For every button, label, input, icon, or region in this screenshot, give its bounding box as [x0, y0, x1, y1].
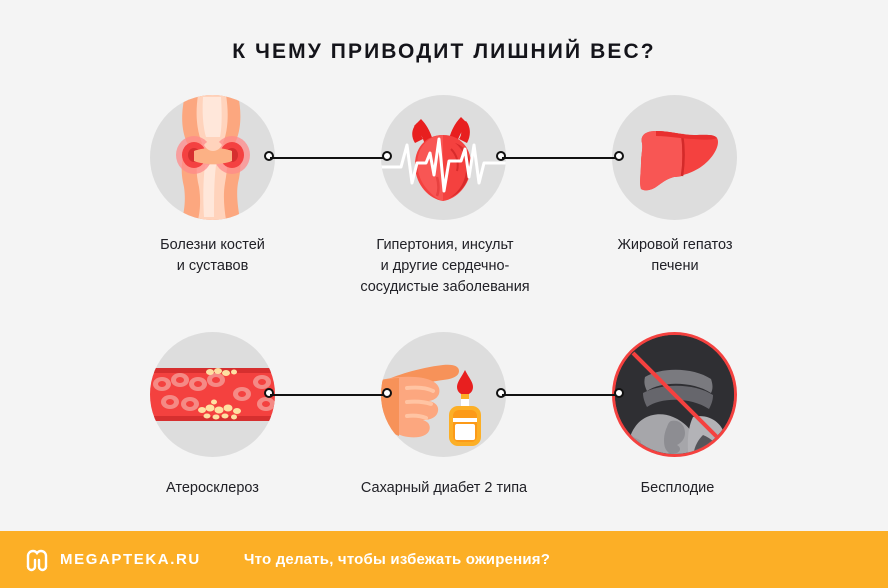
connector-node-right [382, 388, 392, 398]
megapteka-m-logo-icon[interactable] [25, 548, 49, 572]
prohibition-slash-icon [631, 351, 724, 444]
connector-row1-2-3 [496, 151, 624, 165]
connector-node-right [614, 388, 624, 398]
footer-brand-name[interactable]: MEGAPTEKA.RU [60, 551, 201, 568]
caption-cardiovascular: Гипертония, инсульт и другие сердечно- с… [360, 237, 530, 295]
node-diabetes-type-2 [381, 332, 506, 457]
heart-ecg-icon [381, 117, 506, 201]
connector-node-right [614, 151, 624, 161]
knee-joint-icon [176, 95, 250, 220]
connector-node-left [496, 151, 506, 161]
footer-bar: MEGAPTEKA.RU Что делать, чтобы избежать … [0, 531, 888, 588]
liver-icon [640, 131, 718, 191]
node-atherosclerosis [150, 332, 275, 457]
node-cardiovascular [381, 95, 506, 220]
connector-row2-2-3 [496, 388, 624, 402]
caption-fatty-liver: Жировой гепатоз печени [617, 237, 733, 274]
connector-line [502, 157, 618, 159]
node-fatty-liver [612, 95, 737, 220]
caption-bones-joints: Болезни костей и суставов [160, 237, 265, 274]
caption-infertility: Бесплодие [640, 480, 715, 496]
connector-row2-1-2 [264, 388, 392, 402]
caption-diabetes-type-2: Сахарный диабет 2 типа [360, 480, 528, 496]
connector-node-left [264, 388, 274, 398]
connector-node-left [496, 388, 506, 398]
connector-line [502, 394, 618, 396]
connector-node-left [264, 151, 274, 161]
connector-line [270, 394, 386, 396]
page-title: К ЧЕМУ ПРИВОДИТ ЛИШНИЙ ВЕС? [232, 40, 656, 63]
node-infertility [612, 332, 737, 457]
blood-vessel-plaque-icon [150, 368, 275, 421]
caption-atherosclerosis: Атеросклероз [166, 480, 259, 496]
glucose-test-hand-icon [381, 364, 481, 446]
footer-question-text[interactable]: Что делать, чтобы избежать ожирения? [243, 551, 551, 568]
connector-node-right [382, 151, 392, 161]
connector-row1-1-2 [264, 151, 392, 165]
connector-line [270, 157, 386, 159]
node-bones-joints [150, 95, 275, 220]
